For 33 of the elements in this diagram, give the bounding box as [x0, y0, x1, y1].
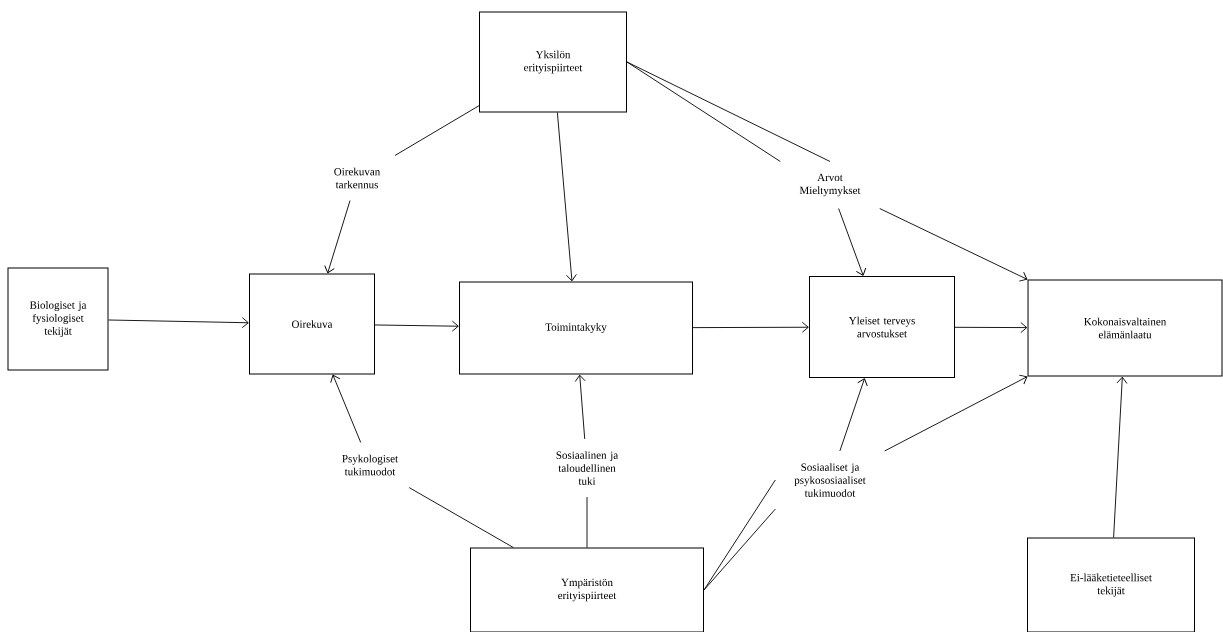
concept-box: Yleiset terveys arvostukset: [809, 276, 955, 378]
arrow: [839, 378, 868, 452]
concept-box: Oirekuva: [249, 273, 375, 375]
arrow: [884, 374, 1028, 452]
connector-line: [703, 508, 776, 591]
arrow: [1113, 376, 1128, 538]
connector-line: [586, 496, 588, 548]
factor-text: Sosiaaliset ja psykososiaaliset tukimuodot: [794, 463, 866, 497]
concept-box: Kokonaisvaltainen elämänlaatu: [1027, 279, 1223, 377]
connector-line: [626, 61, 831, 162]
factor-text: Arvot Mieltymykset: [799, 173, 861, 197]
arrow: [556, 112, 577, 282]
arrow: [692, 321, 809, 333]
factor-text: Oirekuvan tarkennus: [334, 167, 381, 189]
concept-box: Yksilön erityispiirteet: [479, 11, 627, 113]
arrow: [838, 208, 867, 276]
arrow: [108, 317, 249, 329]
factor-text: Psykologiset tukimuodot: [342, 454, 399, 476]
arrow: [330, 374, 362, 443]
connector-line: [394, 105, 480, 156]
connector-line: [626, 61, 781, 162]
connector-line: [703, 479, 776, 591]
factor-text: Sosiaalinen ja taloudellinen tuki: [556, 451, 619, 485]
concept-box: Toimintakyky: [459, 281, 693, 375]
arrow: [879, 208, 1028, 282]
connector-line: [408, 487, 514, 548]
arrow: [324, 200, 351, 274]
arrow: [574, 374, 586, 440]
concept-box: Ympäristön erityispiirteet: [470, 547, 704, 632]
arrow: [374, 320, 459, 332]
concept-box: Ei-lääketieteelliset tekijät: [1027, 537, 1195, 632]
arrow: [954, 322, 1028, 334]
concept-box: Biologiset ja fysiologiset tekijät: [7, 267, 109, 371]
